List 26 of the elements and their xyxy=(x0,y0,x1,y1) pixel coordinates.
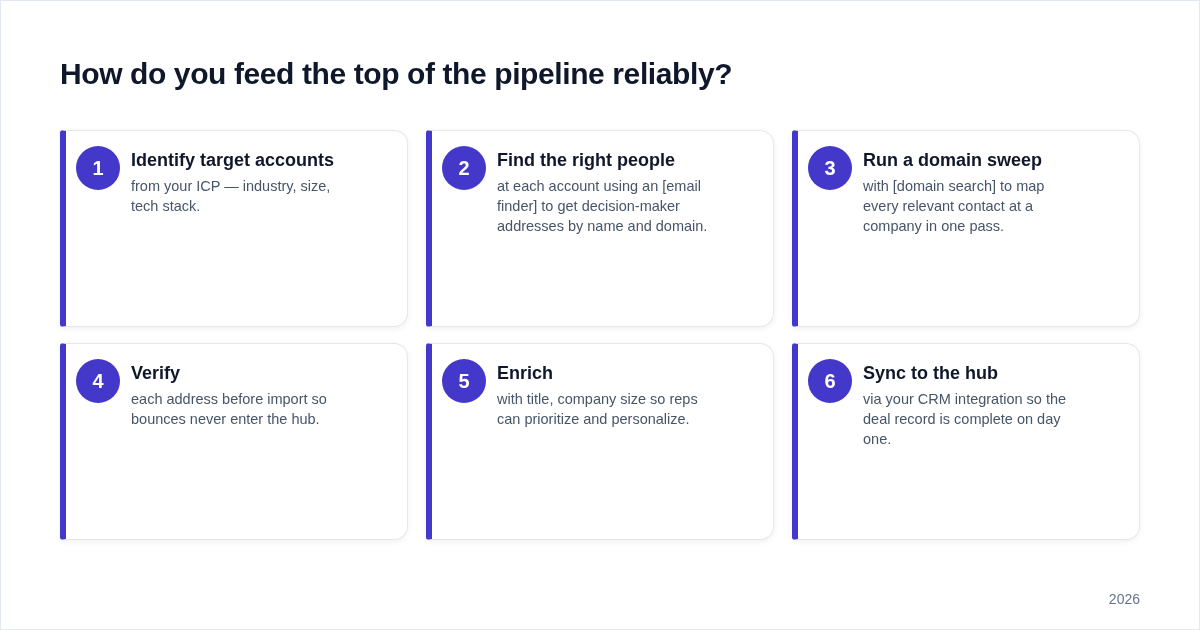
step-number: 3 xyxy=(808,146,852,190)
step-title: Identify target accounts xyxy=(131,149,335,171)
step-description: each address before import so bounces never enter the hub. xyxy=(131,390,328,429)
step-title: Sync to the hub xyxy=(863,362,998,384)
step-number: 5 xyxy=(442,359,486,403)
step-card xyxy=(792,343,1140,540)
year-label: 2026 xyxy=(1108,591,1140,607)
step-card xyxy=(426,343,774,540)
step-number: 6 xyxy=(808,359,852,403)
step-description: at each account using an [email finder] to get decision-maker addresses by name and domain. xyxy=(497,177,709,236)
step-description: from your ICP — industry, size, tech stack. xyxy=(131,177,332,216)
step-card xyxy=(426,130,774,327)
step-card xyxy=(792,130,1140,327)
step-title: Find the right people xyxy=(497,149,675,171)
step-number: 2 xyxy=(442,146,486,190)
step-description: via your CRM integration so the deal record is complete on day one. xyxy=(863,390,1068,449)
step-title: Run a domain sweep xyxy=(863,149,1043,171)
step-card xyxy=(60,130,408,327)
step-number: 1 xyxy=(76,146,120,190)
step-title: Verify xyxy=(131,362,181,384)
step-description: with title, company size so reps can prioritize and personalize. xyxy=(497,390,699,429)
step-title: Enrich xyxy=(497,362,553,384)
step-description: with [domain search] to map every relevant contact at a company in one pass. xyxy=(863,177,1046,236)
page-title: How do you feed the top of the pipeline reliably? xyxy=(60,57,733,91)
step-card xyxy=(60,343,408,540)
step-number: 4 xyxy=(76,359,120,403)
